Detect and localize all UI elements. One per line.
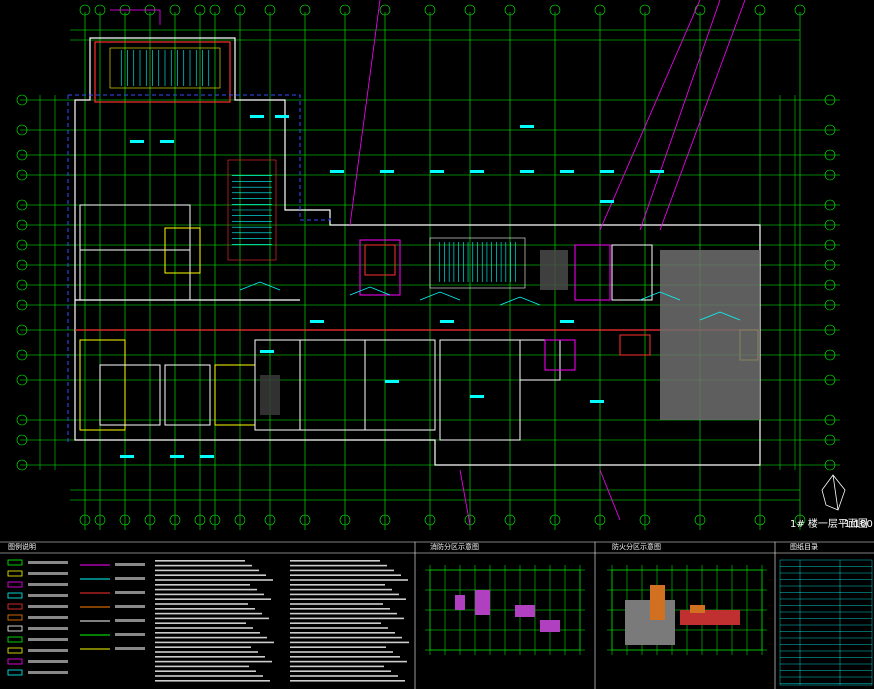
axis-bubble [824,199,836,211]
axis-bubble [16,324,28,336]
axis-bubble [824,169,836,181]
axis-bubble [794,4,806,16]
axis-bubble [824,124,836,136]
axis-bubble [209,514,221,526]
axis-bubble [194,514,206,526]
notes-text [155,560,409,682]
fire-zone-lines [67,94,331,445]
axis-bubble [824,324,836,336]
axis-bubble [299,514,311,526]
axis-bubble [549,514,561,526]
panel-title-1: 消防分区示意图 [430,543,479,551]
stair-north [109,47,221,89]
axis-bubble [16,434,28,446]
axis-bubble [694,4,706,16]
axis-bubble [169,4,181,16]
axis-bubble [754,4,766,16]
axis-bubble [79,4,91,16]
axis-bubble [339,514,351,526]
axis-bubble [639,514,651,526]
axis-bubble [379,514,391,526]
axis-bubble [16,299,28,311]
axis-bubble [424,4,436,16]
axis-bubble [94,4,106,16]
axis-bubble [119,514,131,526]
axis-bubble [694,514,706,526]
axis-bubble [16,124,28,136]
plan-scale: 1:100 [844,519,873,530]
axis-bubble [16,169,28,181]
annotations [120,115,741,458]
drawing-index-table [779,559,873,686]
axis-bubble [16,279,28,291]
axis-bubble [594,514,606,526]
axis-bubble [16,349,28,361]
axis-bubble [824,349,836,361]
axis-bubble [16,199,28,211]
axis-bubble [16,149,28,161]
axis-bubble [824,259,836,271]
axis-bubble [234,514,246,526]
axis-bubble [379,4,391,16]
axis-bubble [824,434,836,446]
panel-title-3: 图纸目录 [790,543,818,551]
axis-bubble [594,4,606,16]
axis-bubble [424,514,436,526]
legend-sheet [0,541,874,689]
axis-bubble [824,459,836,471]
axis-bubble [16,414,28,426]
stair-east [429,237,526,289]
axis-bubble [824,299,836,311]
axis-bubble [209,4,221,16]
axis-bubble [824,219,836,231]
stair-core [227,159,277,261]
axis-bubble [16,94,28,106]
axis-bubble [824,374,836,386]
mini-plan-2 [607,565,767,655]
axis-bubbles [16,4,836,526]
axis-bubble [94,514,106,526]
axis-bubble [264,4,276,16]
axis-bubble [144,514,156,526]
axis-bubble [824,149,836,161]
axis-bubble [339,4,351,16]
axis-bubble [234,4,246,16]
axis-bubble [264,514,276,526]
shaded-zones [260,250,760,420]
axis-bubble [504,4,516,16]
axis-bubble [299,4,311,16]
plan-title: 1# 楼一层平面图 [790,519,868,530]
axis-bubble [824,94,836,106]
axis-bubble [79,514,91,526]
mini-plan-1 [425,565,585,655]
axis-bubble [194,4,206,16]
legend-title: 图例说明 [8,543,36,551]
axis-bubble [16,239,28,251]
axis-bubble [16,219,28,231]
axis-bubble [824,279,836,291]
axis-bubble [16,459,28,471]
axis-bubble [169,514,181,526]
leader-lines [110,0,746,526]
axis-bubble [549,4,561,16]
axis-bubble [464,4,476,16]
axis-bubble [16,259,28,271]
axis-bubble [754,514,766,526]
axis-bubble [824,239,836,251]
legend-items [7,559,145,676]
axis-bubble [794,514,806,526]
north-arrow [821,474,846,511]
panel-title-2: 防火分区示意图 [612,543,661,551]
axis-bubble [504,514,516,526]
axis-bubble [16,374,28,386]
axis-bubble [824,414,836,426]
axis-bubble [639,4,651,16]
